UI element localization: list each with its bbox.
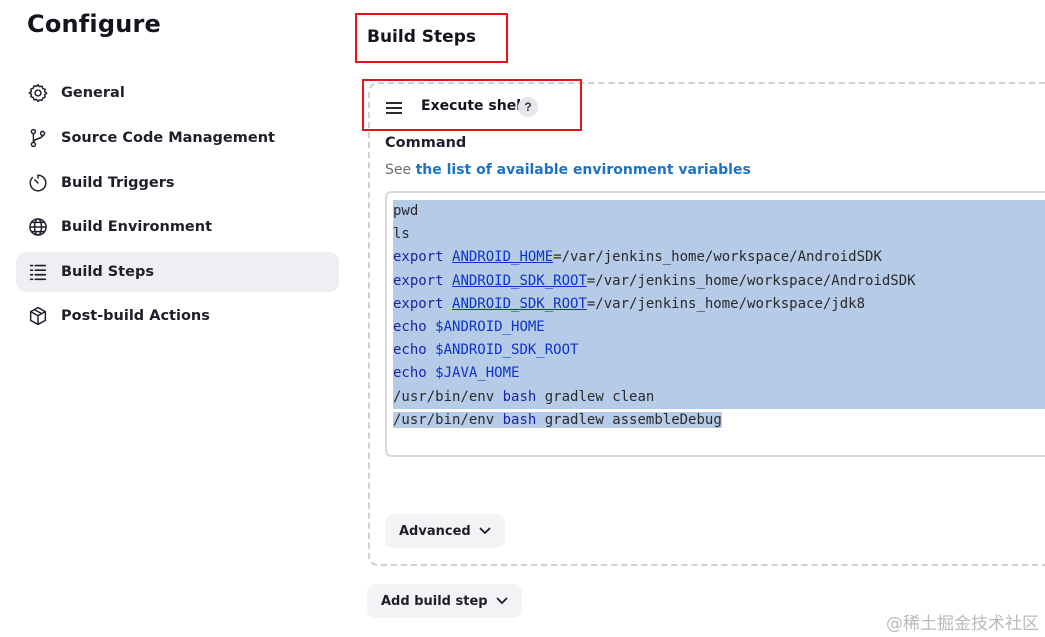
sidebar-item-label: Source Code Management <box>61 130 275 146</box>
sidebar-item-label: Post-build Actions <box>61 308 210 324</box>
sidebar-item-source-code-management[interactable]: Source Code Management <box>16 118 339 158</box>
code-line: /usr/bin/env bash gradlew clean <box>393 385 1045 409</box>
code-line: echo $JAVA_HOME <box>393 362 1045 386</box>
section-title: Build Steps <box>367 27 476 47</box>
env-vars-hint: See the list of available environment va… <box>385 162 751 178</box>
command-label: Command <box>385 135 467 151</box>
add-build-step-button[interactable]: Add build step <box>367 584 522 618</box>
highlight-box-section <box>355 13 508 63</box>
advanced-label: Advanced <box>399 523 471 539</box>
chevron-down-icon <box>479 527 491 535</box>
sidebar-item-build-environment[interactable]: Build Environment <box>16 207 339 247</box>
build-step-card <box>368 82 1045 566</box>
sidebar-item-build-steps[interactable]: Build Steps <box>16 252 339 292</box>
advanced-button[interactable]: Advanced <box>385 514 505 548</box>
code-line: export ANDROID_SDK_ROOT=/var/jenkins_hom… <box>393 292 1045 316</box>
code-line: /usr/bin/env bash gradlew assembleDebug <box>393 411 722 428</box>
sidebar-item-build-triggers[interactable]: Build Triggers <box>16 163 339 203</box>
sidebar-item-label: Build Triggers <box>61 175 175 191</box>
timer-icon <box>27 172 49 194</box>
sidebar-item-label: Build Environment <box>61 219 213 235</box>
list-icon <box>27 261 49 283</box>
code-line: pwd <box>393 200 1045 224</box>
drag-handle-icon[interactable] <box>386 101 402 114</box>
sidebar-item-general[interactable]: General <box>16 73 339 113</box>
gear-icon <box>27 82 49 104</box>
watermark: @稀土掘金技术社区 <box>886 614 1039 634</box>
globe-icon <box>27 216 49 238</box>
sidebar-item-label: General <box>61 85 125 101</box>
sidebar: Configure General Source Code Management <box>0 0 345 637</box>
env-vars-link[interactable]: the list of available environment variab… <box>415 162 751 178</box>
help-button[interactable]: ? <box>518 97 538 117</box>
page-title: Configure <box>27 10 162 38</box>
sidebar-item-post-build-actions[interactable]: Post-build Actions <box>16 296 339 336</box>
hint-prefix: See <box>385 162 416 178</box>
package-icon <box>27 305 49 327</box>
code-line: echo $ANDROID_SDK_ROOT <box>393 339 1045 363</box>
code-line: export ANDROID_SDK_ROOT=/var/jenkins_hom… <box>393 269 1045 293</box>
code-line: export ANDROID_HOME=/var/jenkins_home/wo… <box>393 246 1045 270</box>
add-build-step-label: Add build step <box>381 593 488 609</box>
code-line: ls <box>393 223 1045 247</box>
highlight-box-step <box>362 79 582 131</box>
code-line: echo $ANDROID_HOME <box>393 315 1045 340</box>
branch-icon <box>27 127 49 149</box>
chevron-down-icon <box>496 597 508 605</box>
step-title: Execute shell <box>421 98 526 114</box>
sidebar-item-label: Build Steps <box>61 264 154 280</box>
